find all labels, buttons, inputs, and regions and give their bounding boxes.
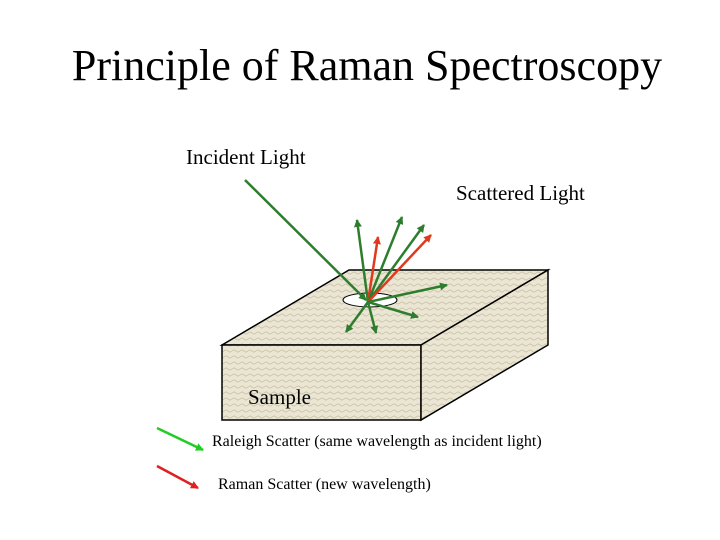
sample-label: Sample xyxy=(248,385,311,409)
incident-light-arrow xyxy=(244,179,367,301)
block-side xyxy=(420,268,549,422)
scattered-light-label: Scattered Light xyxy=(456,181,585,205)
rayleigh-arrow xyxy=(367,282,448,304)
raman-arrow xyxy=(366,236,381,303)
legend-rayleigh-text: Raleigh Scatter (same wavelength as inci… xyxy=(212,433,542,450)
legend-raman-arrow xyxy=(156,464,199,490)
incident-light-label: Incident Light xyxy=(186,145,306,169)
legend-rayleigh-arrow xyxy=(156,426,204,452)
rayleigh-arrow xyxy=(344,301,370,333)
rayleigh-arrow xyxy=(367,300,419,319)
rayleigh-arrow xyxy=(353,219,370,303)
rayleigh-arrow xyxy=(366,301,379,334)
raman-arrow xyxy=(367,234,432,303)
slide-title: Principle of Raman Spectroscopy xyxy=(71,41,663,90)
scattered-arrows xyxy=(344,216,448,334)
rayleigh-arrow xyxy=(366,224,426,303)
rayleigh-arrow xyxy=(366,216,404,303)
legend-raman-text: Raman Scatter (new wavelength) xyxy=(218,476,431,493)
